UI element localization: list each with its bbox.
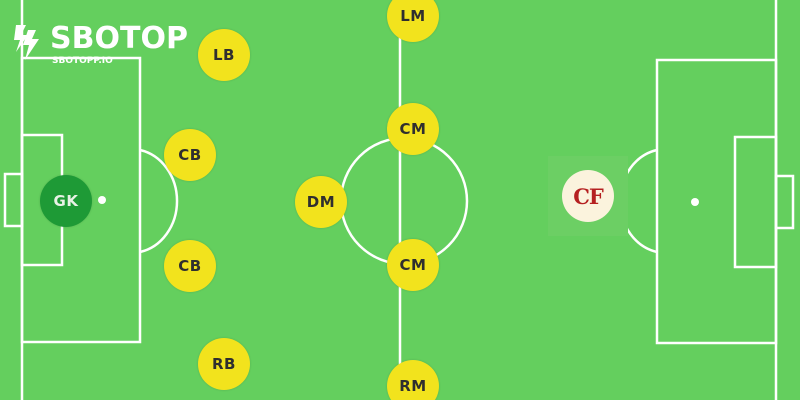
right-goal-area <box>733 135 778 269</box>
logo-domain: SBOTOPP.IO <box>52 56 113 66</box>
sbotop-logo: SBOTOP SBOTOPP.IO <box>12 22 188 66</box>
player-label: CB <box>178 146 202 164</box>
player-cm-bottom: CM <box>387 239 439 291</box>
player-cm-top: CM <box>387 103 439 155</box>
player-label: DM <box>306 193 336 211</box>
logo-text: SBOTOP SBOTOPP.IO <box>50 21 188 67</box>
logo-brand: SBOTOP <box>50 21 188 56</box>
player-rb: RB <box>198 338 250 390</box>
player-label: LB <box>213 46 235 64</box>
player-label: RM <box>399 377 427 395</box>
player-dm: DM <box>295 176 347 228</box>
cf-badge: CF <box>562 170 614 222</box>
player-label: CM <box>399 256 427 274</box>
right-penalty-spot <box>691 198 699 206</box>
left-goal <box>3 172 24 228</box>
left-penalty-spot <box>98 196 106 204</box>
player-cb-bottom: CB <box>164 240 216 292</box>
sbotop-lightning-icon <box>14 25 39 60</box>
right-penalty-area <box>655 58 778 345</box>
player-lb: LB <box>198 29 250 81</box>
player-label: GK <box>53 192 79 210</box>
player-label: RB <box>212 355 236 373</box>
player-lm: LM <box>387 0 439 42</box>
player-rm: RM <box>387 360 439 400</box>
player-cb-top: CB <box>164 129 216 181</box>
player-label: CM <box>399 120 427 138</box>
right-goal <box>774 174 795 230</box>
left-penalty-arc <box>139 148 179 254</box>
player-label: CB <box>178 257 202 275</box>
player-cf: CF <box>548 156 628 236</box>
player-gk: GK <box>40 175 92 227</box>
player-label: LM <box>400 7 426 25</box>
player-label: CF <box>573 183 604 209</box>
